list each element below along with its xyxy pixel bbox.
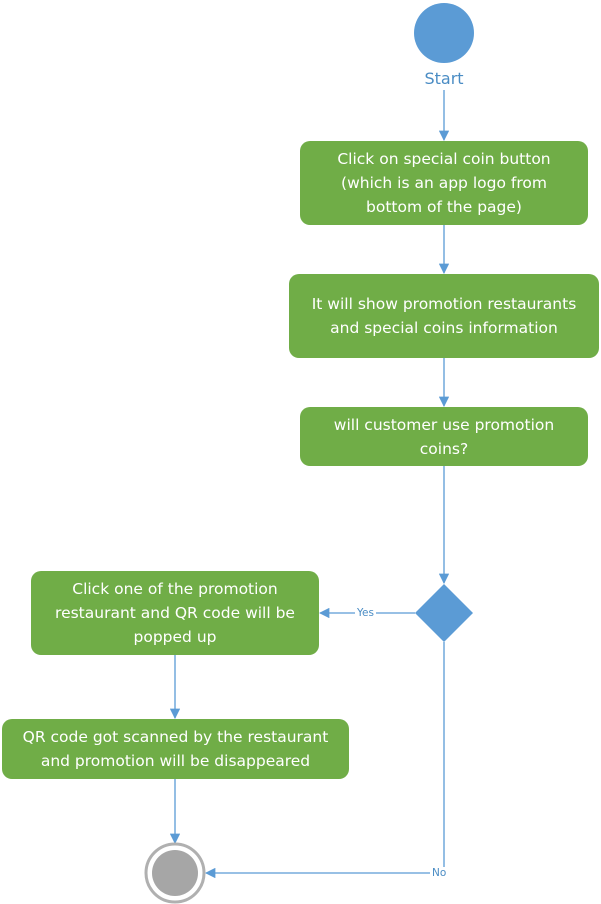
step-question-use-coins: will customer use promotion coins? (300, 407, 588, 466)
yes-label: Yes (355, 607, 376, 619)
step-qr-scanned: QR code got scanned by the restaurant an… (2, 719, 349, 779)
step-show-promotion-info: It will show promotion restaurants and s… (289, 274, 599, 358)
decision-node (415, 584, 473, 642)
step-click-coin-button: Click on special coin button (which is a… (300, 141, 588, 225)
no-label: No (430, 867, 449, 879)
start-node (414, 3, 474, 63)
step-click-restaurant-qr: Click one of the promotion restaurant an… (31, 571, 319, 655)
end-node (152, 850, 198, 896)
start-label: Start (424, 69, 464, 88)
